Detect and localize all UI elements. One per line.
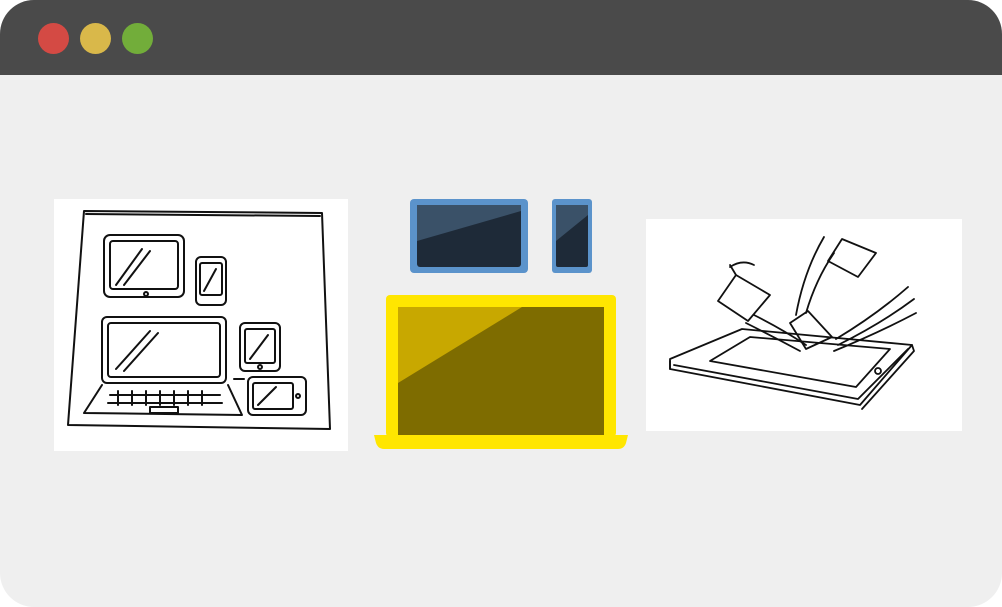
sketch-illustration [67,210,331,430]
multi-device-sketch [54,199,348,451]
close-window-button[interactable] [38,23,69,54]
responsive-devices-illustration [372,197,630,451]
sketch-illustration [669,236,917,410]
maximize-window-button[interactable] [122,23,153,54]
devices-illustration [374,199,628,449]
tablet-flying-cards-sketch [646,219,962,431]
window-content [0,75,1002,607]
title-bar [0,0,1002,75]
minimize-window-button[interactable] [80,23,111,54]
